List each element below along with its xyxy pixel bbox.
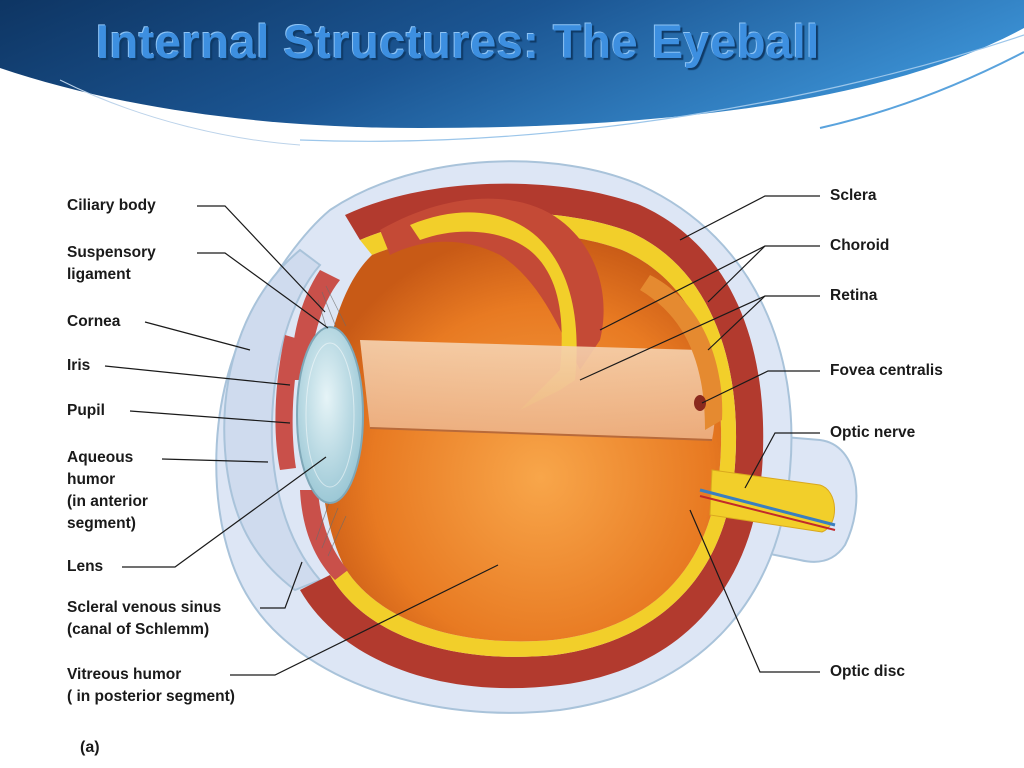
posterior-cut <box>640 275 723 430</box>
ciliary-body-shape <box>291 270 340 380</box>
choroid-layer <box>300 183 764 689</box>
label-cornea: Cornea <box>67 313 121 330</box>
leader-lines-left <box>104 205 499 676</box>
leader-lines-right <box>579 195 820 673</box>
label-vitreous-humor: Vitreous humor( in posterior segment) <box>67 666 235 705</box>
label-sclera: Sclera <box>830 187 877 204</box>
fovea-spot <box>694 395 706 411</box>
cutaway-flap <box>380 198 604 370</box>
panel-tag: (a) <box>80 739 100 756</box>
retina-layer <box>330 212 737 657</box>
vitreous-body <box>319 231 722 642</box>
cornea-bulge <box>223 248 322 592</box>
label-ciliary-body: Ciliary body <box>67 197 156 214</box>
lens-shape <box>296 326 364 504</box>
label-iris: Iris <box>67 357 91 374</box>
label-choroid: Choroid <box>830 237 890 254</box>
label-fovea-centralis: Fovea centralis <box>830 362 943 379</box>
label-optic-disc: Optic disc <box>830 663 905 680</box>
label-pupil: Pupil <box>67 402 105 419</box>
cutaway-retina-strip <box>410 212 577 410</box>
header-banner <box>0 0 1024 146</box>
slide-title: Internal Structures: The Eyeball <box>96 15 820 68</box>
label-scleral-venous-sinus: Scleral venous sinus(canal of Schlemm) <box>67 599 222 638</box>
label-lens: Lens <box>67 558 104 575</box>
ciliary-body-lower <box>300 490 348 580</box>
optic-nerve-vessels <box>699 488 836 527</box>
cut-plane <box>360 340 715 440</box>
iris-shape <box>275 335 302 470</box>
label-retina: Retina <box>830 287 878 304</box>
label-optic-nerve: Optic nerve <box>830 424 916 441</box>
